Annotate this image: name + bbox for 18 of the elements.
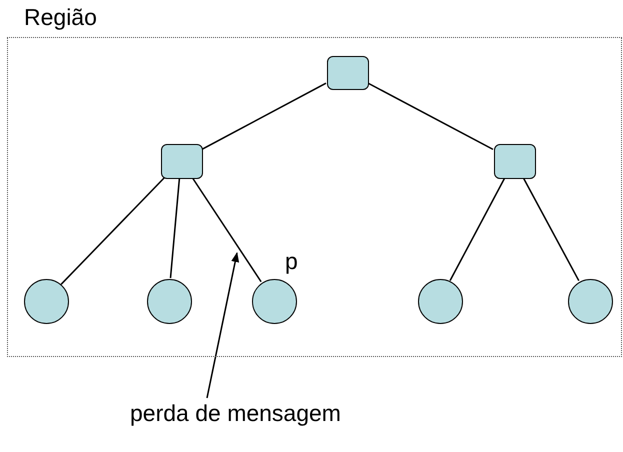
connector-line [202, 82, 326, 150]
connector-line [522, 178, 580, 282]
square-node [161, 144, 203, 179]
circle-node [24, 279, 69, 324]
node-label: p [285, 248, 298, 275]
connector-line [170, 178, 180, 278]
connector-line [449, 178, 506, 281]
connector-line [192, 178, 262, 282]
annotation-label: perda de mensagem [130, 400, 341, 427]
leader-arrow [206, 252, 240, 398]
square-node [494, 144, 536, 179]
circle-node [568, 279, 613, 324]
circle-node [147, 279, 192, 324]
square-node [327, 56, 369, 90]
region-label: Região [24, 4, 97, 31]
connector-line [368, 82, 494, 150]
circle-node [418, 279, 463, 324]
connector-line [60, 177, 165, 285]
